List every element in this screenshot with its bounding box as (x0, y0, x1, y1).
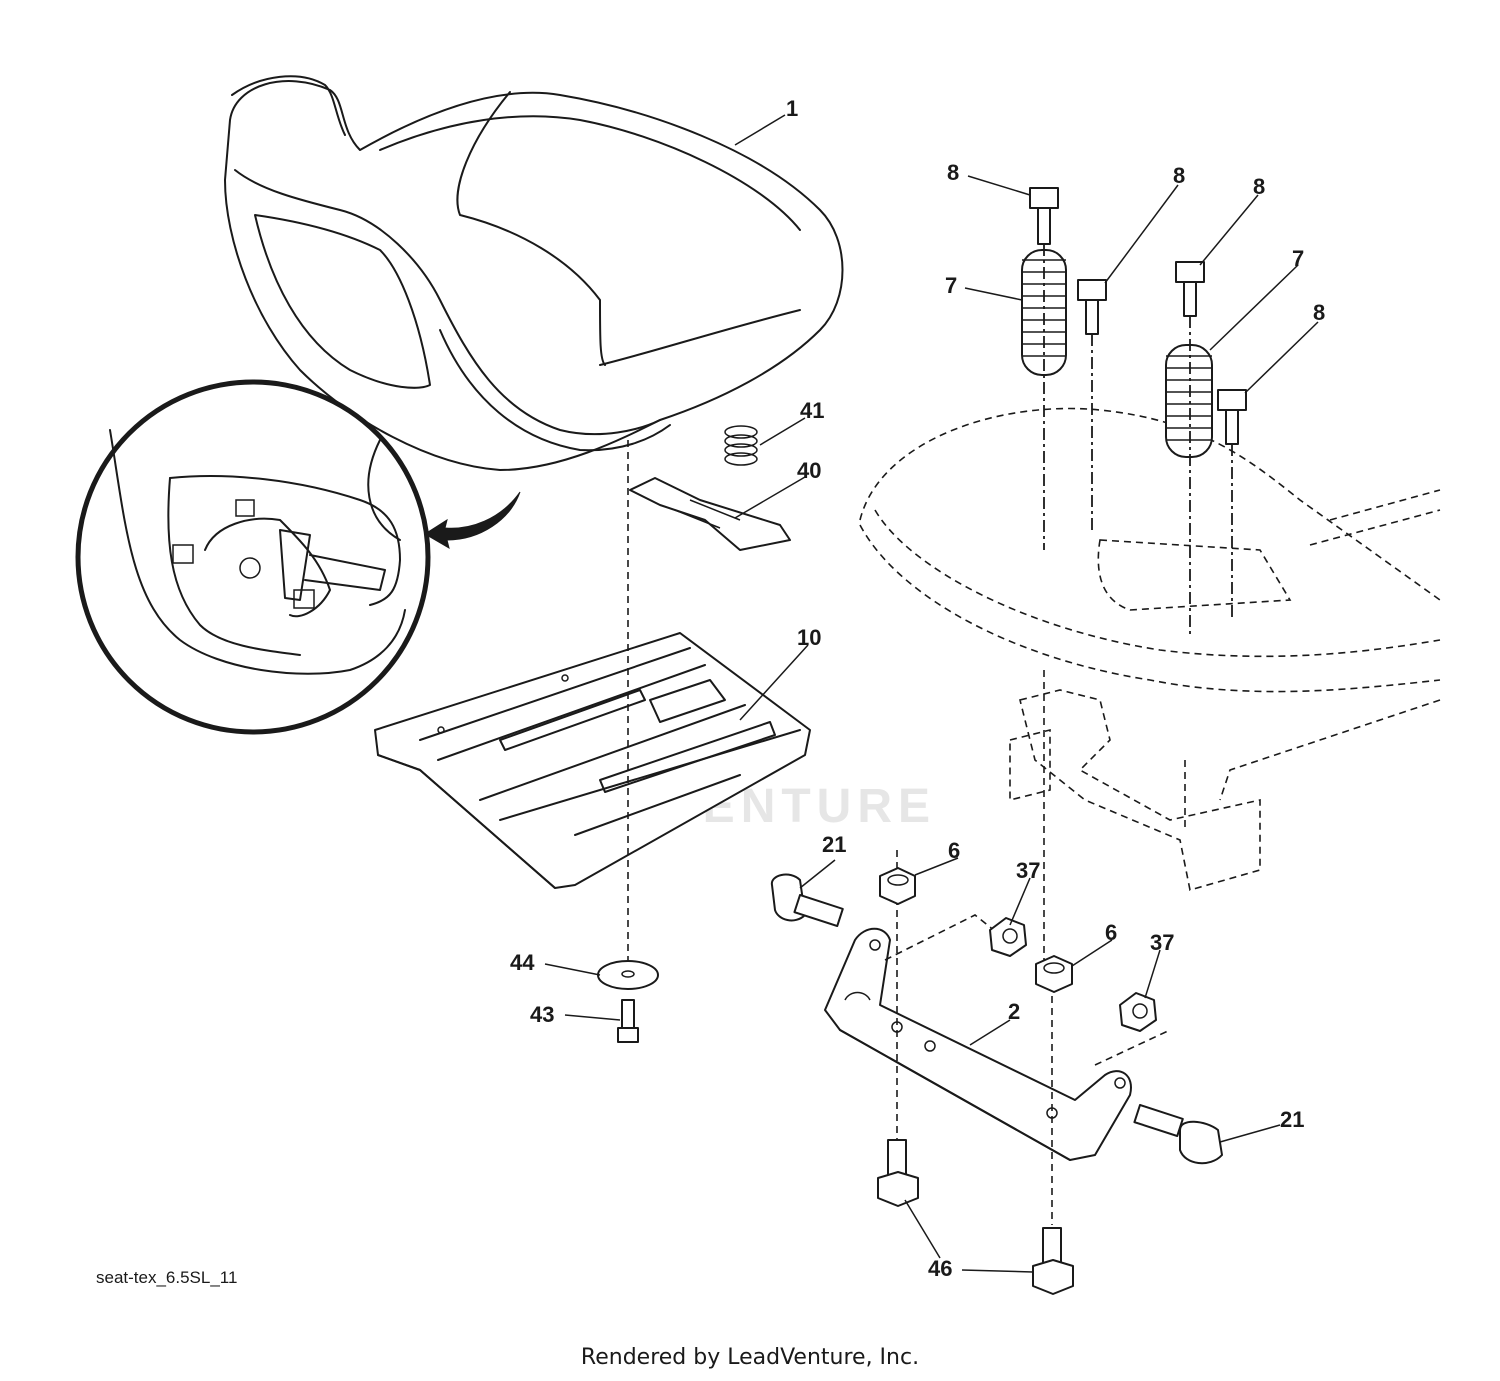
callout-43: 43 (530, 1002, 554, 1027)
callout-8-b: 8 (1173, 163, 1185, 188)
seat-pan-part-10 (374, 632, 811, 889)
callout-1: 1 (786, 96, 798, 121)
callout-21-a: 21 (822, 832, 846, 857)
callout-37-b: 37 (1150, 930, 1174, 955)
bolt-part-8-c (1175, 261, 1205, 317)
callout-40: 40 (797, 458, 821, 483)
callout-8-c: 8 (1253, 174, 1265, 199)
render-credit: Rendered by LeadVenture, Inc. (580, 1345, 920, 1370)
bolt-part-8-d (1217, 389, 1247, 445)
washer-part-44 (597, 960, 659, 990)
nut-part-37-a (989, 917, 1027, 957)
bolt-part-8-b (1077, 279, 1107, 335)
mower-frame-outline (859, 407, 1441, 892)
bolt-part-43 (617, 999, 639, 1043)
callout-7-a: 7 (945, 273, 957, 298)
diagram-id-label: seat-tex_6.5SL_11 (96, 1268, 238, 1287)
nut-part-6-b (1035, 955, 1073, 993)
nut-part-37-b (1119, 992, 1157, 1032)
callout-44: 44 (510, 950, 535, 975)
callout-6-a: 6 (948, 838, 960, 863)
bolt-part-8-a (1029, 187, 1059, 245)
callout-6-b: 6 (1105, 920, 1117, 945)
callout-8-a: 8 (947, 160, 959, 185)
callout-2: 2 (1008, 999, 1020, 1024)
bolt-part-21-left (770, 873, 844, 928)
spring-part-7-right (1165, 344, 1213, 458)
bolt-part-21-right (1133, 1104, 1223, 1165)
callout-37-a: 37 (1016, 858, 1040, 883)
callout-21-b: 21 (1280, 1107, 1304, 1132)
spring-part-41 (724, 425, 758, 466)
latch-detail-inset (75, 379, 431, 735)
callout-41: 41 (800, 398, 824, 423)
callout-7-b: 7 (1292, 246, 1304, 271)
nut-part-6-a (879, 867, 916, 905)
callout-8-d: 8 (1313, 300, 1325, 325)
detail-arrow (424, 491, 521, 550)
bracket-part-2 (824, 927, 1132, 1161)
clip-part-40 (629, 477, 791, 551)
callout-10: 10 (797, 625, 821, 650)
callout-46: 46 (928, 1256, 952, 1281)
bolt-part-46-left (877, 1139, 919, 1207)
bolt-part-46-right (1032, 1227, 1074, 1295)
